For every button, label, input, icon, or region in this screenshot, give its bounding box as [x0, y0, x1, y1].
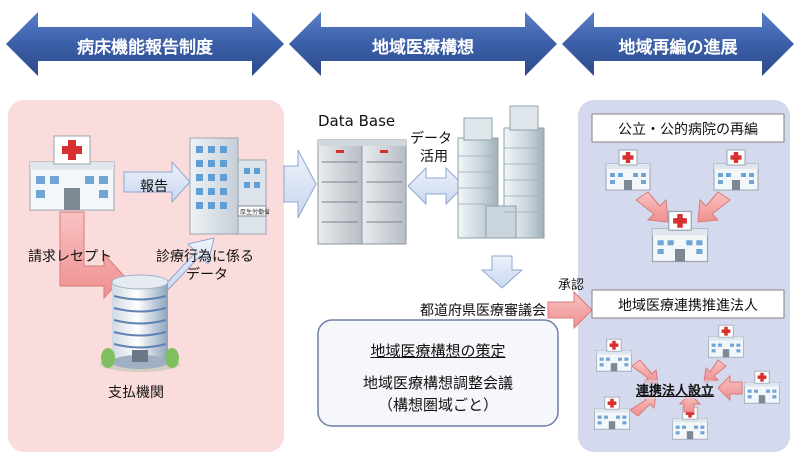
strategy-box — [317, 319, 559, 427]
report-arrow — [123, 160, 191, 204]
data-use-double-arrow — [407, 166, 465, 206]
coop-corp-box-bg — [591, 289, 785, 319]
medical-data-label-line1: 診療行為に係る — [156, 249, 254, 265]
adjust-meeting-line2: （構想圏域ごと） — [377, 396, 498, 414]
coop-setup-label: 連携法人設立 — [636, 380, 715, 399]
receipt-label: 請求レセプト — [28, 249, 112, 265]
panel-to-database-arrow — [283, 149, 317, 219]
header-right-label: 地域再編の進展 — [618, 38, 738, 58]
coop-arrow-4 — [629, 393, 657, 417]
coop-arrow-5 — [678, 393, 702, 413]
merge-arrow-left — [635, 191, 669, 223]
coop-corp-label: 地域医療連携推進法人 — [618, 298, 758, 314]
data-use-label-line2: 活用 — [420, 149, 448, 165]
medical-data-label-line2: データ — [186, 267, 228, 283]
header-arrow-right — [562, 12, 794, 76]
merge-arrow-right — [697, 191, 731, 223]
coop-arrow-1 — [631, 359, 659, 385]
database-label: Data Base — [318, 112, 396, 130]
medical-data-arrow — [159, 237, 215, 295]
prefectural-office-icon — [457, 105, 545, 239]
payer-label: 支払機関 — [108, 385, 164, 401]
approval-label: 承認 — [558, 278, 585, 293]
public-hospitals-label: 公立・公的病院の再編 — [618, 122, 758, 138]
office-building-icon — [189, 137, 267, 235]
adjust-meeting-line1: 地域医療構想調整会議 — [362, 374, 513, 392]
approval-arrow — [547, 290, 593, 330]
strategy-title: 地域医療構想の策定 — [370, 342, 506, 360]
database-server-icon — [317, 139, 407, 245]
council-down-arrow — [480, 255, 524, 289]
header-center-label: 地域医療構想 — [372, 38, 474, 58]
header-arrow-center — [289, 12, 557, 76]
payer-building-icon — [100, 274, 180, 372]
building-sign: 厚生労働省 — [240, 209, 271, 216]
header-left-label: 病床機能報告制度 — [77, 38, 213, 58]
report-label: 報告 — [140, 179, 168, 195]
hospital-icon — [29, 135, 115, 211]
receipt-arrow — [59, 211, 125, 300]
public-hospitals-box-bg — [591, 113, 785, 143]
council-label: 都道府県医療審議会 — [420, 303, 546, 319]
header-arrow-left — [6, 12, 284, 76]
data-use-label-line1: データ — [410, 131, 452, 147]
coop-arrow-3 — [717, 374, 743, 402]
